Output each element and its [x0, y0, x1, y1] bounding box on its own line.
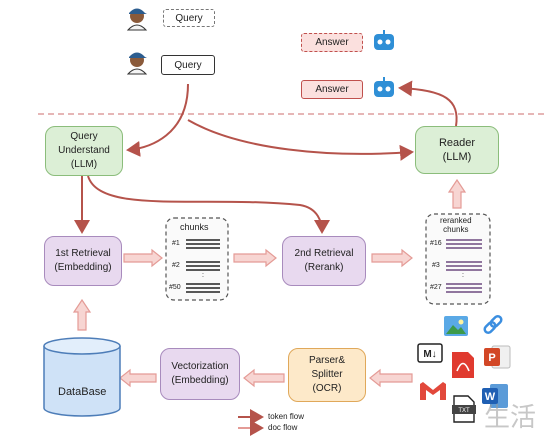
second-retrieval-box: 2nd Retrieval (Rerank) — [282, 236, 366, 286]
gmail-icon — [420, 382, 446, 400]
chunk-label: #50 — [169, 284, 181, 291]
vectorization-box: Vectorization (Embedding) — [160, 348, 240, 400]
markdown-icon-label: M↓ — [423, 349, 436, 360]
svg-text:P: P — [488, 352, 495, 364]
doc-arrow-retrieval1-to-chunks — [123, 248, 163, 268]
query-understand-box: Query Understand (LLM) — [45, 126, 123, 176]
query-tag-draft: Query — [163, 9, 215, 27]
parser-splitter-box: Parser& Splitter (OCR) — [288, 348, 366, 402]
chunks-title: chunks — [180, 222, 209, 232]
doc-arrow-docs-to-parser — [369, 368, 413, 388]
answer-tag-draft: Answer — [301, 33, 363, 52]
reranked-label: : — [462, 272, 464, 279]
arrow-understand-to-reader — [187, 119, 414, 161]
user-icon — [126, 8, 148, 31]
doc-arrow-retrieval2-to-reranked — [371, 248, 413, 268]
reranked-label: #3 — [432, 262, 440, 269]
database-label: DataBase — [58, 386, 107, 398]
arrow-query-to-understand — [126, 83, 189, 157]
pdf-icon — [452, 352, 474, 378]
doc-arrow-vectorization-to-database — [119, 368, 157, 388]
reranked-container — [425, 213, 491, 305]
image-icon — [444, 316, 468, 336]
chunk-label: #2 — [172, 262, 180, 269]
watermark: 生活 — [484, 403, 536, 433]
robot-icon — [374, 77, 394, 97]
chunk-lines — [186, 239, 220, 293]
doc-arrow-reranked-to-reader — [447, 178, 467, 209]
reranked-title: reranked chunks — [440, 216, 472, 234]
first-retrieval-box: 1st Retrieval (Embedding) — [44, 236, 122, 286]
svg-text:W: W — [485, 391, 496, 403]
word-icon: W — [482, 384, 508, 408]
answer-tag: Answer — [301, 80, 363, 99]
chunk-label: #1 — [172, 240, 180, 247]
chunks-container — [165, 217, 229, 301]
arrow-reader-to-answer — [398, 80, 458, 127]
chunk-label: : — [202, 272, 204, 279]
txt-icon: TXT — [452, 395, 476, 423]
reader-box: Reader (LLM) — [415, 126, 499, 174]
database-cylinder — [43, 337, 121, 417]
markdown-icon: M↓ — [417, 343, 443, 363]
reranked-lines — [446, 239, 482, 293]
robot-icon — [374, 30, 394, 50]
user-icon — [126, 52, 148, 75]
legend-doc-flow: doc flow — [268, 423, 298, 432]
reranked-label: #16 — [430, 240, 442, 247]
doc-arrow-parser-to-vectorization — [243, 368, 285, 388]
legend-token-flow: token flow — [268, 412, 305, 421]
doc-arrow-database-to-retrieval1 — [72, 298, 92, 331]
link-icon — [483, 314, 503, 335]
arrow-understand-to-retrieval2 — [87, 175, 330, 234]
txt-icon-label: TXT — [458, 408, 470, 414]
reranked-label: #27 — [430, 284, 442, 291]
powerpoint-icon: P — [484, 345, 511, 369]
doc-arrow-chunks-to-retrieval2 — [233, 248, 277, 268]
query-tag: Query — [161, 55, 215, 75]
